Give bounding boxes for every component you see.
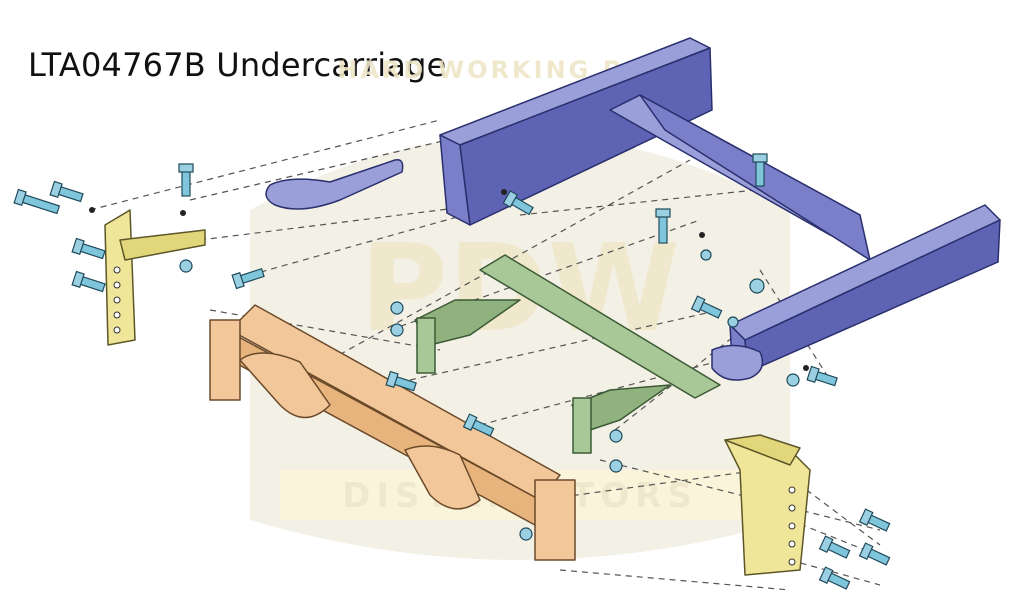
side-plate-left [104, 209, 206, 346]
diagram-title: LTA04767B Undercarriage [28, 46, 447, 84]
center-bracket [414, 254, 721, 454]
side-plate-right [724, 434, 811, 576]
frame-rails [265, 37, 1001, 381]
bolt-set [13, 153, 891, 590]
front-crossmember [209, 304, 576, 561]
